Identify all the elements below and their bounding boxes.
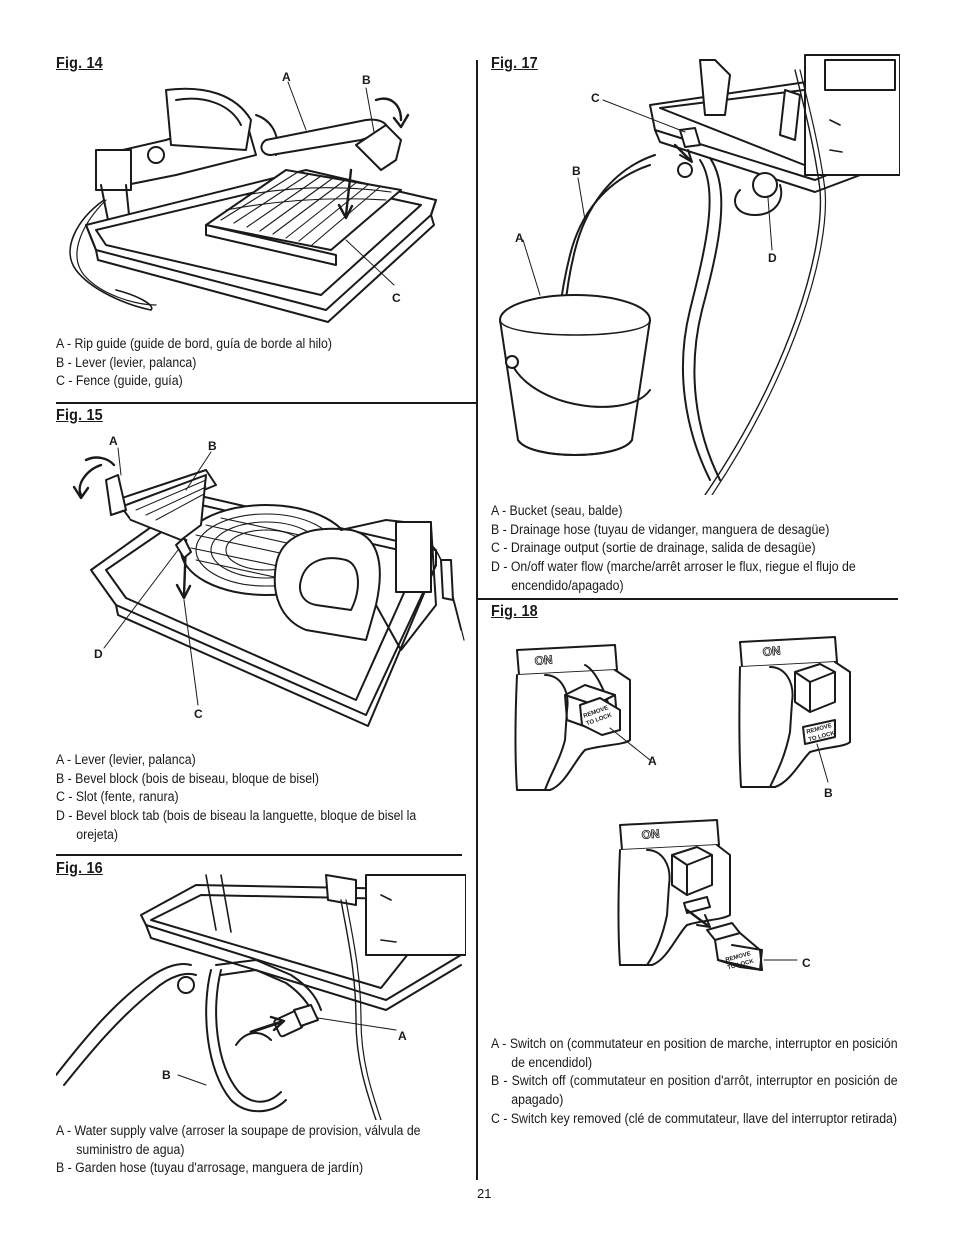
fig17-callout-c: C <box>591 91 600 105</box>
fig15-caption-list: A - Lever (levier, palanca) B - Bevel bl… <box>56 751 442 845</box>
fig15-caption-b: B - Bevel block (bois de biseau, bloque … <box>56 770 319 786</box>
fig16-caption-list: A - Water supply valve (arroser la soupa… <box>56 1122 465 1178</box>
fig18-switch-key-removed: REMOVE TO LOCK ON C <box>612 815 822 985</box>
fig16-illustration: A B <box>56 870 466 1120</box>
fig14-callout-b: B <box>362 73 371 87</box>
fig15-callout-a: A <box>109 434 118 448</box>
fig17-title: Fig. 17 <box>491 55 538 72</box>
fig18a-on-label: ON <box>534 652 553 668</box>
fig17-caption-c: C - Drainage output (sortie de drainage,… <box>491 540 816 556</box>
fig18b-on-label: ON <box>762 643 781 659</box>
fig18c-on-label: ON <box>641 826 660 842</box>
fig18-caption-b: B - Switch off (commutateur en position … <box>491 1073 898 1108</box>
fig15-title: Fig. 15 <box>56 407 103 424</box>
fig15-illustration: A B D C <box>56 430 466 730</box>
fig14-caption-a: A - Rip guide (guide de bord, guía de bo… <box>56 336 333 351</box>
fig16-callout-a: A <box>398 1029 407 1043</box>
fig14-title: Fig. 14 <box>56 55 103 72</box>
fig15-callout-d: D <box>94 647 103 661</box>
fig14-callout-a: A <box>282 70 291 84</box>
fig17-caption-a: A - Bucket (seau, balde) <box>491 503 623 518</box>
fig18-caption-a: A - Switch on (commutateur en position d… <box>491 1036 898 1070</box>
fig18-title: Fig. 18 <box>491 603 538 620</box>
fig17-callout-b: B <box>572 164 581 178</box>
fig17-callout-a: A <box>515 231 524 245</box>
fig15-callout-b: B <box>208 439 217 453</box>
fig18-caption-c: C - Switch key removed (clé de commutate… <box>491 1110 898 1126</box>
fig18-switch-off: REMOVE TO LOCK ON B <box>735 632 885 807</box>
fig16-title: Fig. 16 <box>56 860 103 877</box>
column-divider <box>476 60 478 1180</box>
fig18-callout-c: C <box>802 956 811 970</box>
section-divider-fig16 <box>56 854 462 856</box>
fig14-caption-c: C - Fence (guide, guía) <box>56 373 183 389</box>
section-divider-fig15 <box>56 402 476 404</box>
fig18-callout-b: B <box>824 786 833 800</box>
fig14-caption-b: B - Lever (levier, palanca) <box>56 354 197 370</box>
fig18-caption-list: A - Switch on (commutateur en position d… <box>491 1035 898 1129</box>
fig17-callout-d: D <box>768 251 777 265</box>
fig14-illustration: A B C <box>56 60 466 330</box>
fig15-caption-a: A - Lever (levier, palanca) <box>56 752 196 767</box>
fig16-caption-b: B - Garden hose (tuyau d'arrosage, mangu… <box>56 1160 364 1176</box>
fig15-callout-c: C <box>194 707 203 721</box>
fig16-caption-a: A - Water supply valve (arroser la soupa… <box>56 1123 421 1157</box>
fig16-callout-b: B <box>162 1068 171 1082</box>
fig17-caption-list: A - Bucket (seau, balde) B - Drainage ho… <box>491 502 900 596</box>
fig14-callout-c: C <box>392 291 401 305</box>
fig18-switch-on: REMOVE TO LOCK ON A <box>505 640 675 800</box>
fig18-callout-a: A <box>648 754 657 768</box>
fig15-caption-c: C - Slot (fente, ranura) <box>56 789 179 805</box>
page-number: 21 <box>477 1186 492 1201</box>
fig17-caption-b: B - Drainage hose (tuyau de vidanger, ma… <box>491 521 830 537</box>
fig17-caption-d: D - On/off water flow (marche/arrêt arro… <box>491 559 856 593</box>
section-divider-fig18 <box>478 598 898 600</box>
fig14-caption-list: A - Rip guide (guide de bord, guía de bo… <box>56 335 442 391</box>
fig15-caption-d: D - Bevel block tab (bois de biseau la l… <box>56 808 417 842</box>
fig17-illustration: C B A D <box>490 50 900 495</box>
